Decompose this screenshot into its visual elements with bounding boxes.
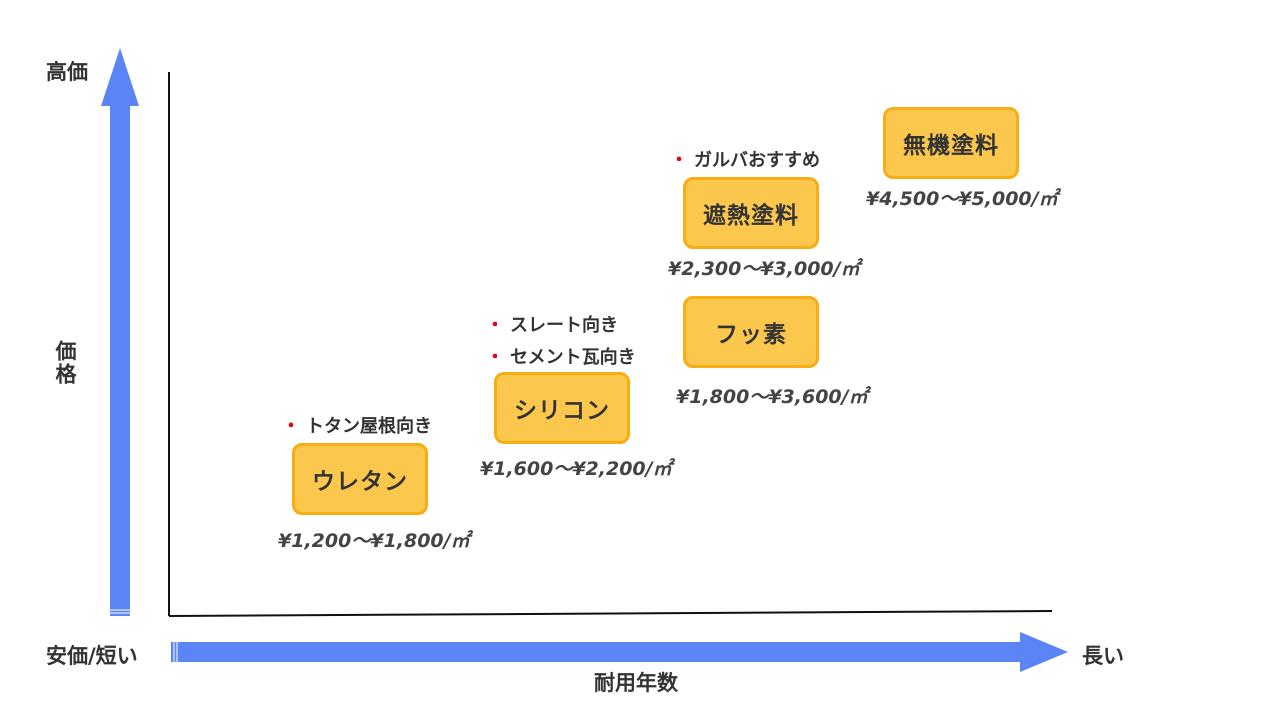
bullet-icon: ・ <box>282 416 300 437</box>
coating-name: シリコン <box>514 398 610 424</box>
bullet-icon: ・ <box>486 315 504 336</box>
x-axis-long-label: 長い <box>1082 644 1124 668</box>
price-up-arrow <box>101 48 139 616</box>
coating-note: ・ セメント瓦向き <box>486 343 636 369</box>
x-axis-line <box>168 610 1053 617</box>
coating-box-urethane: ウレタン <box>292 443 428 515</box>
coating-box-inorganic: 無機塗料 <box>883 107 1019 179</box>
coating-note-text: ガルバおすすめ <box>694 150 820 171</box>
coating-price: ¥1,800〜¥3,600/㎡ <box>676 386 868 408</box>
coating-note: ・ トタン屋根向き <box>282 412 432 438</box>
coating-name: 遮熱塗料 <box>703 203 799 229</box>
coating-box-silicone: シリコン <box>494 372 630 444</box>
coating-price: ¥1,200〜¥1,800/㎡ <box>278 530 470 552</box>
coating-price: ¥1,600〜¥2,200/㎡ <box>480 458 672 480</box>
bullet-icon: ・ <box>670 150 688 171</box>
coating-price: ¥4,500〜¥5,000/㎡ <box>866 188 1058 210</box>
bullet-icon: ・ <box>486 347 504 368</box>
y-axis-high-label: 高価 <box>46 60 88 84</box>
coating-note: ・ ガルバおすすめ <box>670 146 820 172</box>
coating-note: ・ スレート向き <box>486 311 618 337</box>
origin-label: 安価/短い <box>46 644 138 668</box>
coating-name: 無機塗料 <box>903 133 999 159</box>
coating-name: フッ素 <box>715 322 787 348</box>
coating-price: ¥2,300〜¥3,000/㎡ <box>668 258 860 280</box>
coating-note-text: トタン屋根向き <box>306 416 432 437</box>
y-axis-title: 価格 <box>53 340 77 386</box>
coating-note-text: セメント瓦向き <box>510 347 636 368</box>
coating-name: ウレタン <box>312 469 408 495</box>
durability-right-arrow <box>171 632 1068 672</box>
coating-note-text: スレート向き <box>510 315 618 336</box>
coating-box-fluorine: フッ素 <box>683 296 819 368</box>
x-axis-title: 耐用年数 <box>594 671 678 695</box>
coating-box-heat-shield: 遮熱塗料 <box>683 177 819 249</box>
